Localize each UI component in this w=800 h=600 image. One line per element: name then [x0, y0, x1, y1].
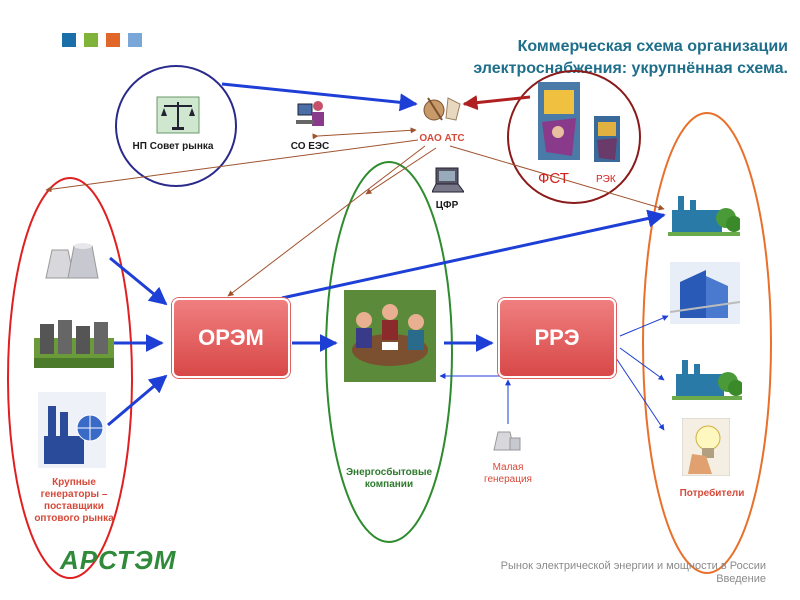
cooling-tower-icon	[45, 243, 99, 279]
factory-trees-icon	[668, 196, 740, 236]
arrow-orem-to-consumers	[281, 209, 666, 300]
arrow-fst-to-ats	[462, 95, 531, 111]
slide-title: Коммерческая схема организации электросн…	[473, 38, 788, 77]
arrow-rre-to-consumer3	[615, 357, 665, 431]
ellipse-fst	[507, 70, 641, 204]
arrow-so-ats	[312, 127, 417, 140]
footer: Рынок электрической энергии и мощности в…	[501, 560, 766, 586]
ats-icon	[423, 97, 461, 121]
cfr-label: ЦФР	[435, 200, 459, 211]
footer-line1: Рынок электрической энергии и мощности в…	[500, 560, 766, 572]
arrow-rre-to-consumer2	[619, 347, 665, 381]
small-generation-label: Малая генерация	[484, 462, 532, 485]
arrow-ats-to-consumers	[449, 145, 665, 211]
arrow-ats-to-generators	[45, 139, 419, 193]
oao-ats-label: ОАО АТС	[419, 133, 465, 144]
fst-label: ФСТ	[538, 170, 569, 187]
small-generator-icon	[493, 431, 521, 451]
fst-picture-icon	[538, 82, 580, 160]
arrow-gen3-to-orem	[107, 374, 168, 427]
arrow-ats-to-energo	[365, 147, 437, 195]
meeting-picture-icon	[344, 290, 436, 382]
laptop-icon	[432, 167, 464, 193]
header-square-green	[84, 33, 98, 47]
footer-line2: Введение	[716, 573, 766, 585]
header-square-lightblue	[128, 33, 142, 47]
ellipse-consumers	[642, 112, 772, 574]
scales-icon	[156, 96, 200, 134]
so-ees-label: СО ЕЭС	[290, 141, 330, 152]
np-sovet-label: НП Совет рынка	[132, 141, 214, 152]
factory-globe-icon	[38, 392, 106, 468]
arrow-rre-to-consumer1	[619, 315, 669, 337]
ellipse-np-sovet	[115, 65, 237, 187]
generators-label: Крупные генераторы – поставщики оптового…	[34, 477, 114, 524]
light-bulb-hand-icon	[682, 418, 730, 476]
ellipse-energo	[325, 161, 453, 543]
ellipse-generators	[7, 177, 133, 579]
consumers-label: Потребители	[679, 488, 745, 499]
arrow-ats-to-orem	[227, 145, 426, 297]
orem-box[interactable]: ОРЭМ	[172, 298, 290, 378]
arstem-logo: АРСТЭМ	[60, 545, 177, 575]
header-square-orange	[106, 33, 120, 47]
header-square-blue	[62, 33, 76, 47]
energo-label: Энергосбытовые компании	[345, 467, 433, 490]
power-plant-icon	[34, 320, 114, 368]
arrow-sovet-to-ats	[221, 82, 418, 112]
arrow-gen1-to-orem	[109, 256, 168, 306]
rre-box[interactable]: РРЭ	[498, 298, 616, 378]
rek-label: РЭК	[596, 174, 616, 185]
factory-trees-icon	[672, 360, 742, 400]
rek-picture-icon	[594, 116, 620, 162]
office-building-icon	[670, 262, 740, 324]
operator-icon	[296, 101, 324, 126]
